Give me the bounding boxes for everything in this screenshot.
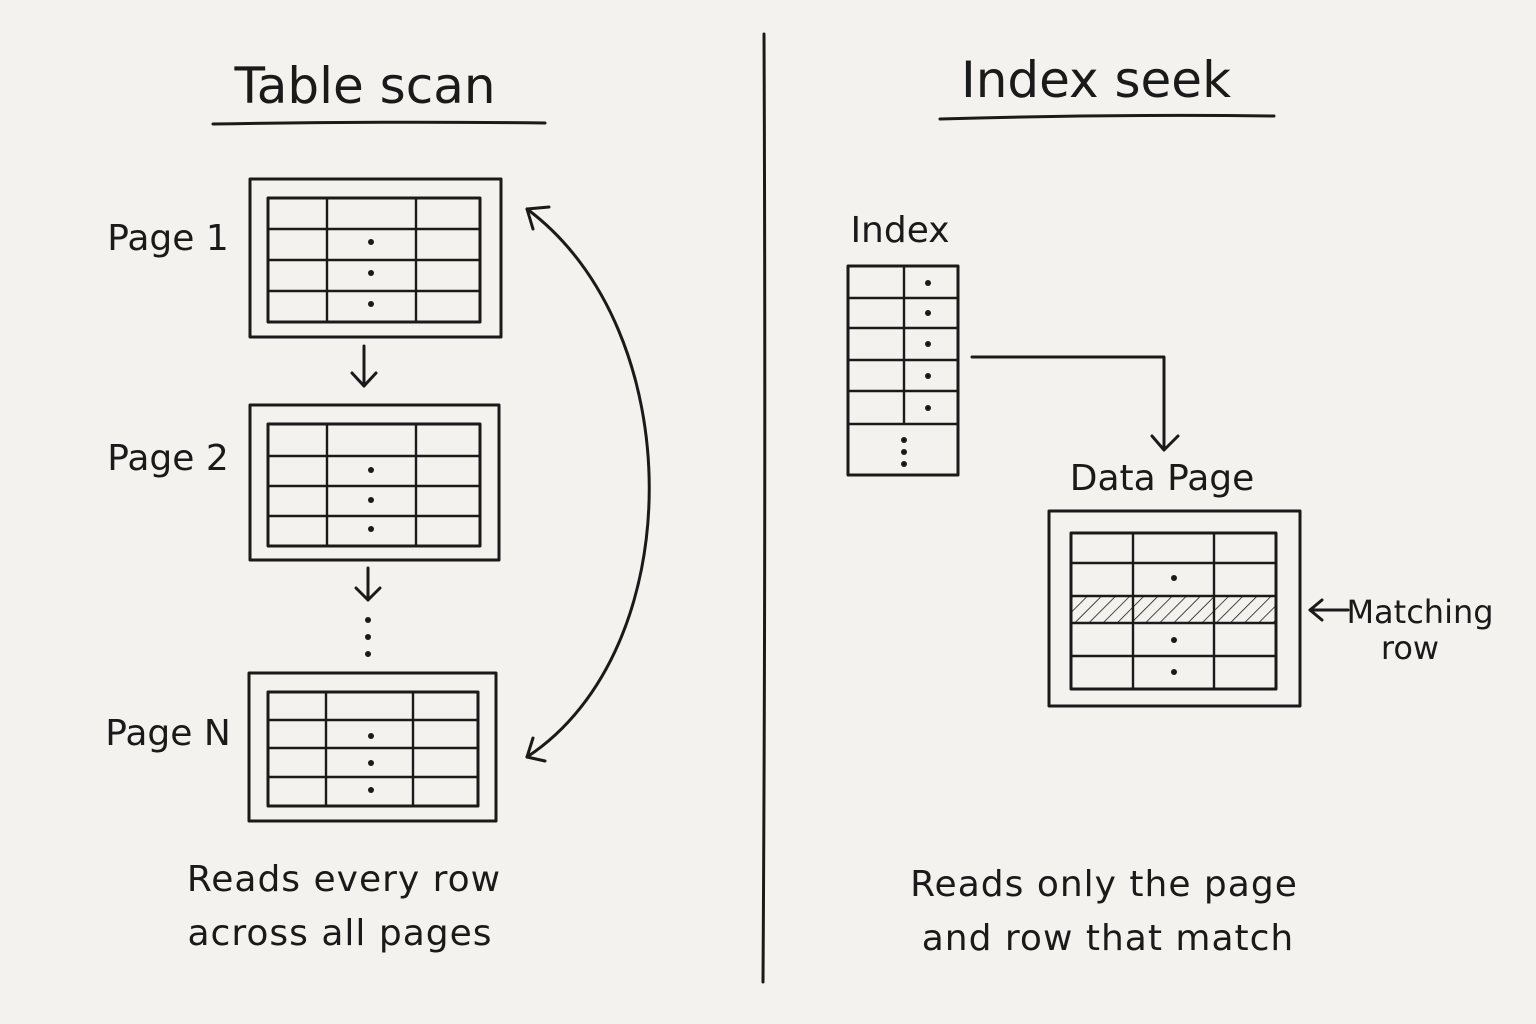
scan-loop-arrow xyxy=(525,205,651,763)
matching-row-arrow xyxy=(1308,598,1350,622)
index-seek-title: Index seek xyxy=(961,51,1231,109)
seek-arrow xyxy=(970,355,1180,452)
matching-row-label-line-1: Matching xyxy=(1346,593,1493,631)
panel-divider xyxy=(761,32,767,984)
vertical-ellipsis xyxy=(365,617,371,657)
down-arrow-2 xyxy=(354,566,382,602)
matching-row-label-line-2: row xyxy=(1381,629,1439,667)
table-scan-title: Table scan xyxy=(233,57,495,115)
page-1: Page 1 xyxy=(107,177,503,339)
table-scan-title-underline xyxy=(211,120,547,126)
index-seek-caption-line-2: and row that match xyxy=(922,918,1295,959)
page-2-label: Page 2 xyxy=(107,438,229,479)
page-2-ellipsis xyxy=(368,467,374,532)
matching-row-highlight xyxy=(1072,596,1275,623)
page-2-grid xyxy=(266,422,482,548)
index-label: Index xyxy=(850,210,949,251)
index-seek-caption-line-1: Reads only the page xyxy=(910,864,1298,905)
index-seek-title-underline xyxy=(938,113,1276,121)
table-scan-caption-line-1: Reads every row xyxy=(187,859,501,900)
page-n-ellipsis xyxy=(368,733,374,793)
page-1-label: Page 1 xyxy=(107,218,229,259)
page-1-grid xyxy=(266,196,482,324)
page-n: Page N xyxy=(105,671,498,823)
page-2-frame xyxy=(248,403,501,562)
page-1-frame xyxy=(248,177,503,339)
index-structure xyxy=(846,264,960,477)
page-n-frame xyxy=(247,671,498,823)
table-scan-panel: Table scan Page 1 Page 2 xyxy=(105,57,651,954)
page-n-label: Page N xyxy=(105,713,231,754)
page-n-grid xyxy=(266,690,480,808)
data-page xyxy=(1047,509,1302,708)
table-scan-caption-line-2: across all pages xyxy=(187,913,492,954)
index-seek-panel: Index seek Index Data Page xyxy=(846,51,1494,959)
data-page-label: Data Page xyxy=(1070,458,1255,499)
page-1-ellipsis xyxy=(368,239,374,307)
page-2: Page 2 xyxy=(107,403,501,562)
down-arrow-1 xyxy=(350,344,378,388)
